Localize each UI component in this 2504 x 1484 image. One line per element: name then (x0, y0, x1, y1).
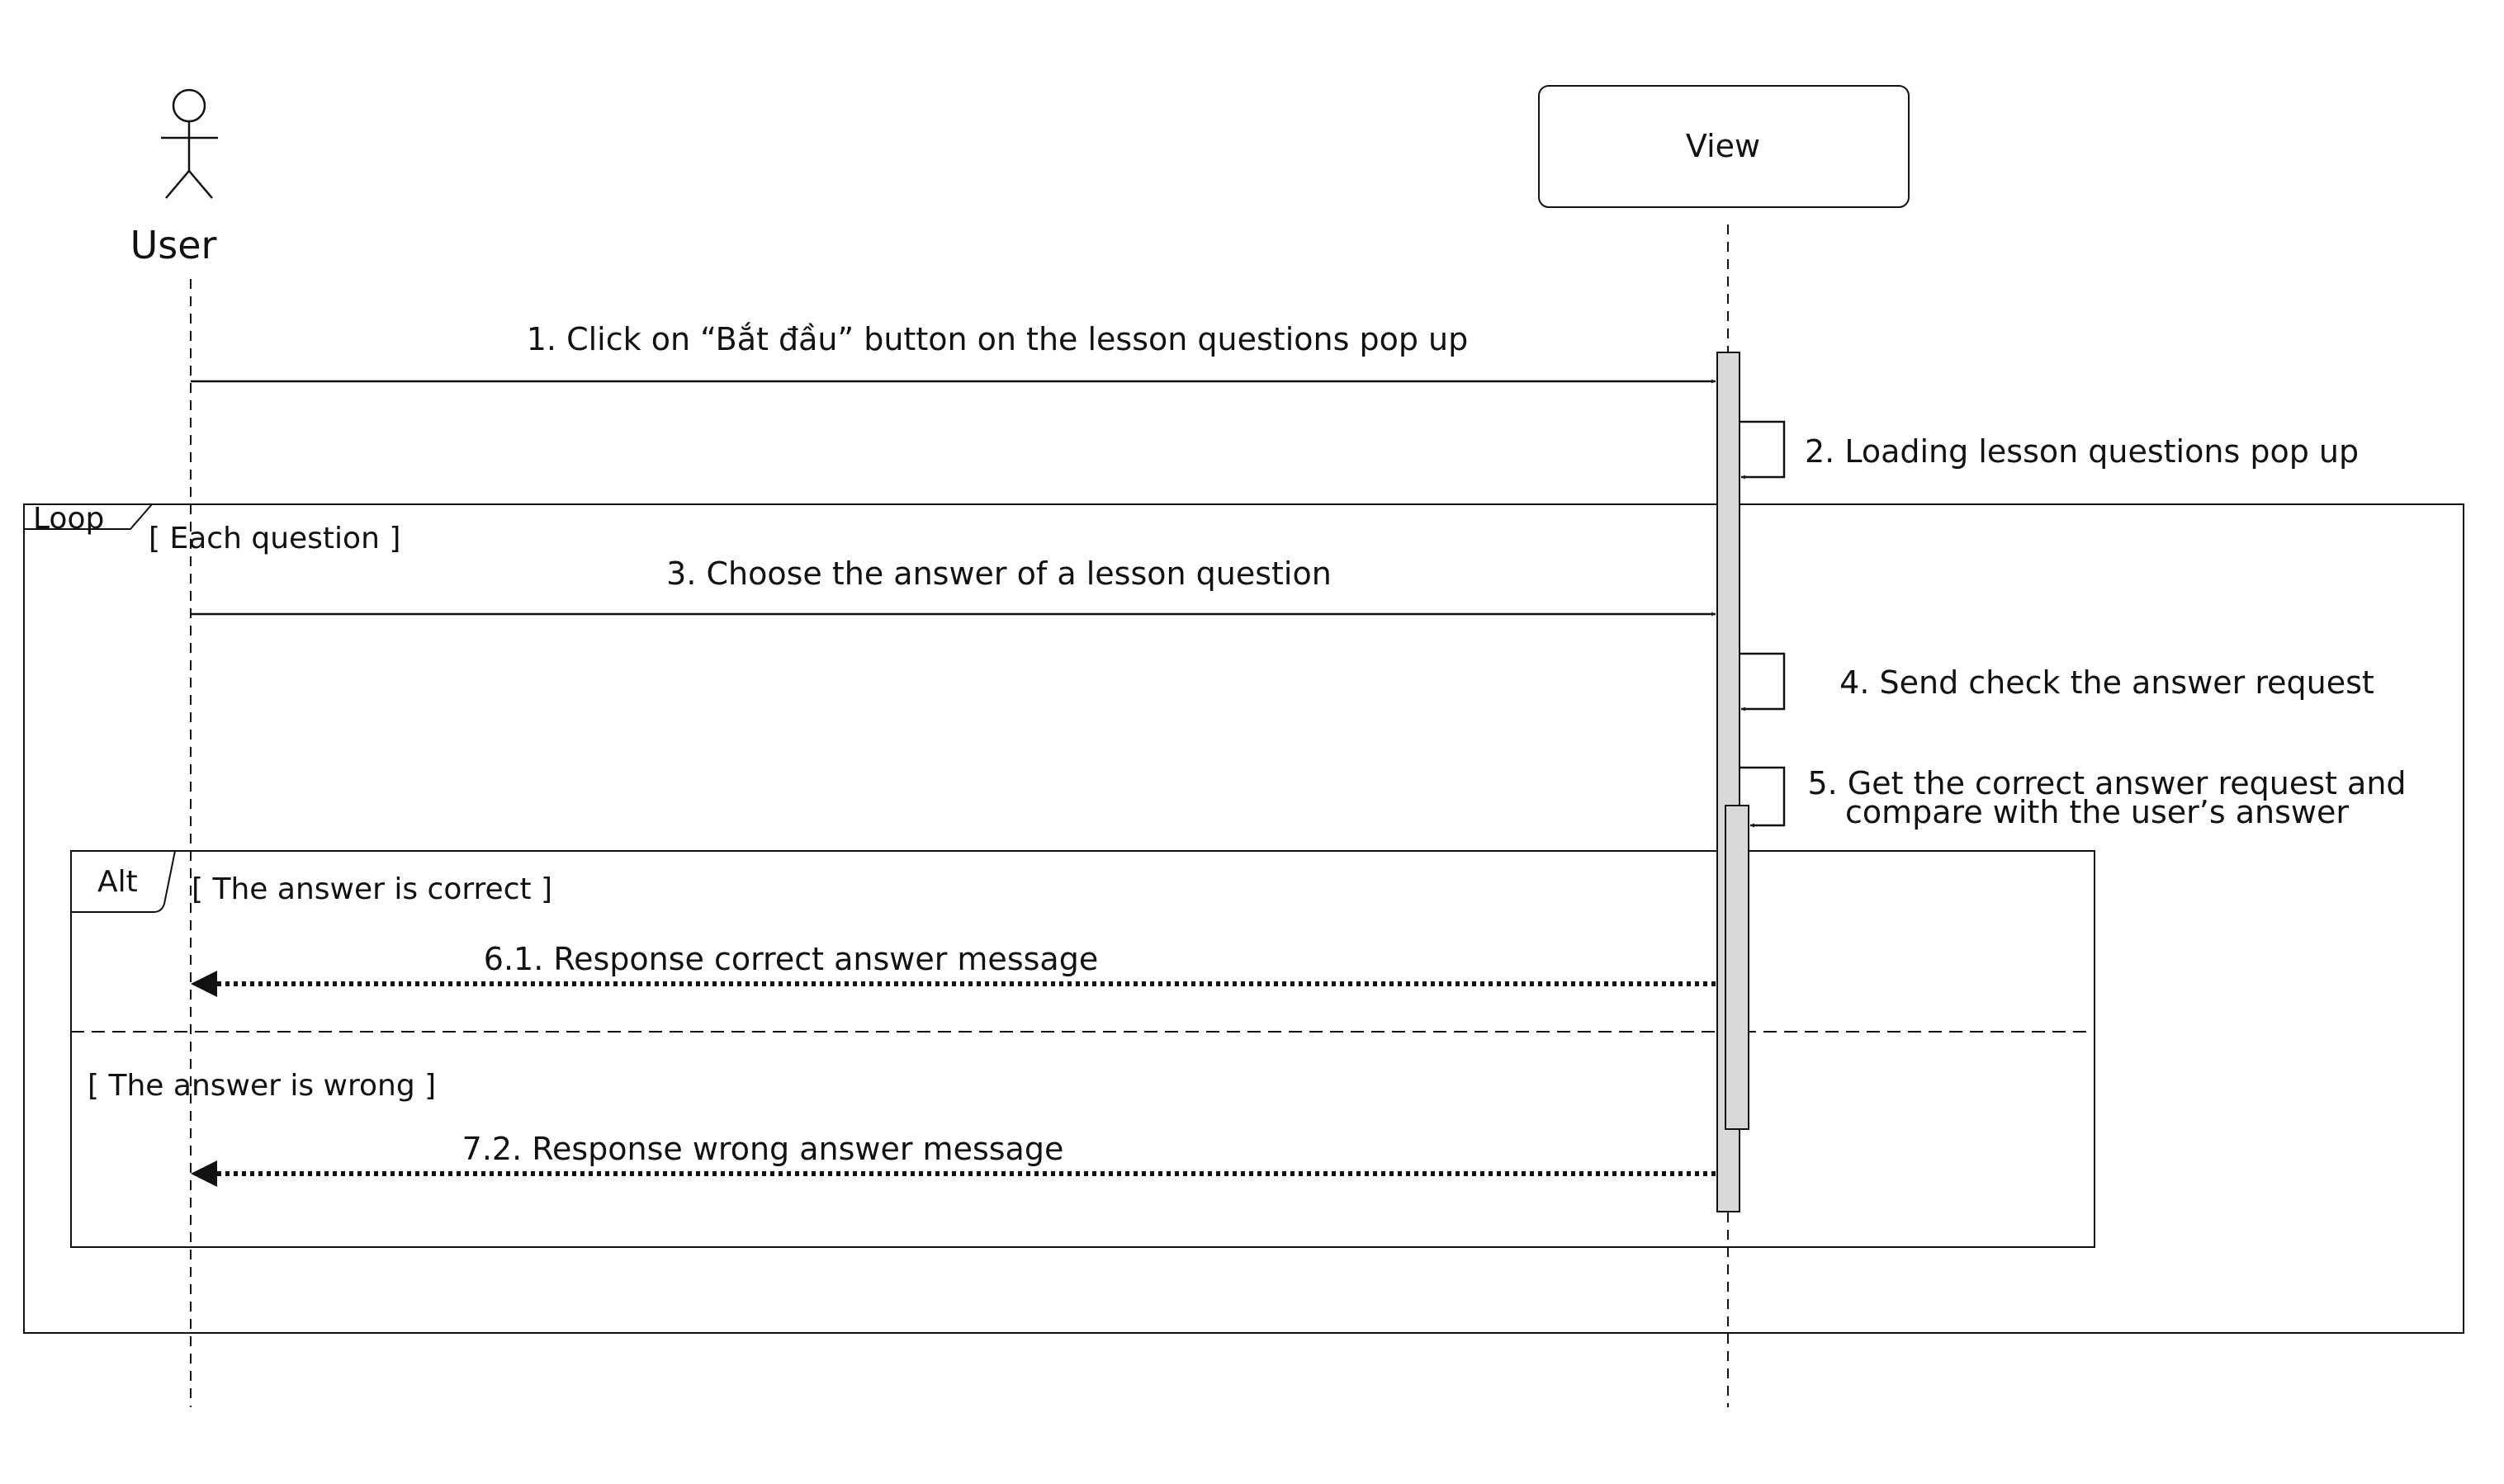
alt-keyword: Alt (97, 865, 138, 899)
view-nested-activation-bar (1725, 805, 1749, 1130)
message-7-2: 7.2. Response wrong answer message (191, 1131, 1716, 1187)
message-4: 4. Send check the answer request (1740, 652, 2374, 711)
message-3-label: 3. Choose the answer of a lesson questio… (666, 555, 1332, 592)
message-6-1-label: 6.1. Response correct answer message (484, 941, 1098, 977)
arrowhead-left-icon (191, 971, 217, 997)
view-participant: View (1538, 85, 1910, 208)
stick-figure-icon (161, 88, 218, 199)
alt-guard-correct: [ The answer is correct ] (192, 872, 552, 906)
loop-keyword: Loop (33, 502, 104, 536)
alt-frame-tab (71, 850, 176, 913)
alt-frame: Alt [ The answer is correct ] [ The answ… (70, 850, 2095, 1248)
message-1: 1. Click on “Bắt đầu” button on the less… (191, 321, 1716, 384)
user-actor: User (130, 88, 218, 267)
message-7-2-label: 7.2. Response wrong answer message (462, 1131, 1064, 1167)
loop-frame-tab (24, 503, 153, 530)
loop-frame: Loop [ Each question ] (23, 502, 2464, 1334)
loop-guard: [ Each question ] (149, 522, 400, 555)
message-1-label: 1. Click on “Bắt đầu” button on the less… (527, 321, 1469, 357)
message-4-label: 4. Send check the answer request (1839, 664, 2374, 701)
message-5-label-line-2: compare with the user’s answer (1845, 794, 2349, 830)
arrowhead-left-icon (191, 1160, 217, 1187)
message-6-1: 6.1. Response correct answer message (191, 941, 1716, 997)
view-label: View (1686, 128, 1760, 164)
message-3: 3. Choose the answer of a lesson questio… (191, 555, 1716, 617)
message-5: 5. Get the correct answer request and co… (1740, 765, 2407, 830)
message-2: 2. Loading lesson questions pop up (1740, 420, 2359, 480)
message-5-label-line-1: 5. Get the correct answer request and (1807, 765, 2406, 801)
alt-guard-wrong: [ The answer is wrong ] (88, 1069, 436, 1103)
user-label: User (130, 223, 217, 267)
message-2-label: 2. Loading lesson questions pop up (1805, 433, 2359, 470)
